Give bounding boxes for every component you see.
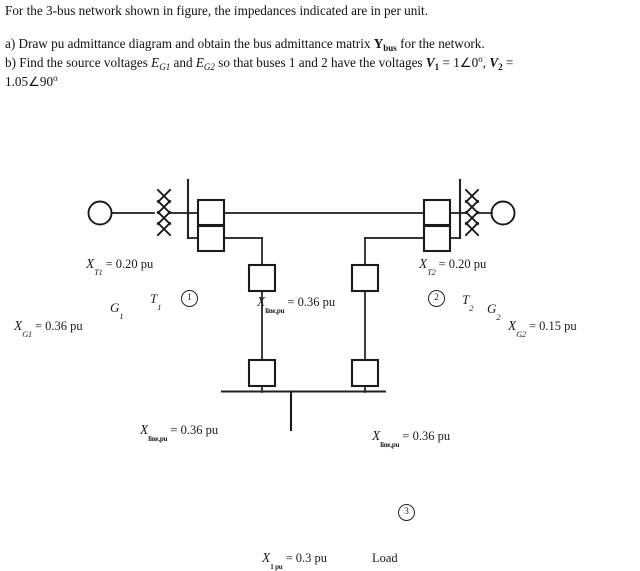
bus-3-number: 3 (398, 504, 415, 521)
transformer-1-symbol (156, 188, 172, 237)
v2-equals: = (502, 55, 514, 70)
circuit-diagram: 1 2 3 G1 T1 G2 T2 XT1 = 0.20 pu XT2 = 0.… (0, 120, 640, 571)
question-statement: For the 3-bus network shown in figure, t… (5, 3, 428, 18)
xline13-subscript: line,pu (148, 435, 168, 443)
part-a-text: a) Draw pu admittance diagram and obtain… (5, 36, 374, 51)
generator-2-index: 2 (496, 311, 501, 322)
line-2-3-reactance-label: Xline,pu = 0.36 pu (372, 428, 451, 449)
generator-2-symbol (490, 200, 516, 226)
transformer-2-symbol (464, 188, 480, 237)
v2-degree: o (53, 73, 58, 83)
ybus-subscript: bus (383, 43, 397, 53)
transformer-1-letter: T (150, 291, 158, 306)
ybus-symbol: Y (373, 36, 384, 51)
xg2-value: = 0.15 pu (525, 319, 577, 333)
xt2-value: = 0.20 pu (435, 257, 487, 271)
xt1-subscript: T1 (94, 267, 103, 277)
xline13-symbol: X (140, 422, 149, 437)
xline23-symbol: X (372, 428, 381, 443)
bus-1-number: 1 (181, 290, 198, 307)
v1-value: = 1∠0 (439, 55, 479, 70)
generator-1-reactance-label: XG1 = 0.36 pu (14, 318, 83, 339)
transformer-2-label: T2 (462, 292, 474, 313)
generator-1-index: 1 (119, 310, 124, 321)
eg2-symbol: E (195, 55, 204, 70)
xline12-symbol: X (257, 294, 266, 309)
transformer-1-reactance-label: XT1 = 0.20 pu (86, 256, 154, 277)
xline12-subscript: line,pu (265, 307, 285, 315)
v1-degree: o (478, 54, 483, 64)
line-1-2-reactance-label: Xline,pu = 0.36 pu (257, 294, 336, 315)
line-1-3-reactance-label: Xline,pu = 0.36 pu (140, 422, 219, 443)
v2-subscript: 2 (498, 62, 503, 72)
xload-subscript: 1 pu (270, 563, 283, 571)
transformer-1-index: 1 (157, 301, 162, 312)
reactance-box-line-1-2-right (422, 198, 452, 228)
part-b-text: b) Find the source voltages (5, 55, 152, 70)
xline13-value: = 0.36 pu (167, 423, 219, 437)
load-reactance-label: X1 pu = 0.3 pu (262, 550, 328, 571)
xg1-value: = 0.36 pu (31, 319, 83, 333)
xline23-value: = 0.36 pu (399, 429, 451, 443)
eg1-subscript: G1 (159, 62, 171, 72)
generator-1-symbol (87, 200, 113, 226)
question-part-b: b) Find the source voltages EG1 and EG2 … (5, 54, 514, 72)
transformer-2-index: 2 (469, 302, 474, 313)
one-line-diagram-svg (87, 178, 516, 432)
generator-2-reactance-label: XG2 = 0.15 pu (508, 318, 577, 339)
generator-2-letter: G (487, 301, 497, 316)
v1-symbol: V (425, 55, 435, 70)
part-b-text-and: and (170, 55, 196, 70)
xline12-value: = 0.36 pu (284, 295, 336, 309)
transformer-2-reactance-label: XT2 = 0.20 pu (419, 256, 487, 277)
reactance-box-line-1-3-mid (247, 263, 277, 293)
generator-1-label: G1 (110, 300, 124, 321)
question-part-a: a) Draw pu admittance diagram and obtain… (5, 36, 485, 53)
xt2-symbol: X (419, 256, 428, 271)
reactance-box-line-2-3-mid (350, 263, 380, 293)
transformer-1-label: T1 (150, 291, 162, 312)
xt1-symbol: X (86, 256, 95, 271)
xt1-value: = 0.20 pu (102, 257, 154, 271)
reactance-box-line-1-3-lower (247, 358, 277, 388)
load-text-label: Load (372, 551, 398, 565)
reactance-box-line-1-2-left (196, 198, 226, 228)
generator-2-label: G2 (487, 301, 501, 322)
reactance-box-line-1-3-upper (196, 223, 226, 253)
xt2-subscript: T2 (427, 267, 436, 277)
xg1-subscript: G1 (22, 329, 32, 339)
xg2-symbol: X (508, 318, 517, 333)
v2-symbol: V (489, 55, 499, 70)
question-part-b-continued: 1.05∠90o (5, 73, 58, 91)
part-a-text-tail: for the network. (396, 36, 485, 51)
xline23-subscript: line,pu (380, 441, 400, 449)
xload-value: = 0.3 pu (282, 551, 328, 565)
transformer-2-letter: T (462, 292, 470, 307)
v1-subscript: 1 (434, 62, 440, 72)
eg1-symbol: E (151, 55, 160, 70)
xg2-subscript: G2 (516, 329, 526, 339)
eg2-subscript: G2 (203, 62, 215, 72)
reactance-box-line-2-3-lower (350, 358, 380, 388)
part-b-text-so-that: so that buses 1 and 2 have the voltages (214, 55, 426, 70)
xg1-symbol: X (14, 318, 23, 333)
reactance-box-line-2-3-upper (422, 223, 452, 253)
xload-symbol: X (262, 550, 271, 565)
worksheet-page: For the 3-bus network shown in figure, t… (0, 3, 640, 571)
generator-1-letter: G (110, 300, 120, 315)
v2-value: 1.05∠90 (5, 74, 54, 89)
comma-sep: , (482, 55, 490, 70)
bus-2-number: 2 (428, 290, 445, 307)
